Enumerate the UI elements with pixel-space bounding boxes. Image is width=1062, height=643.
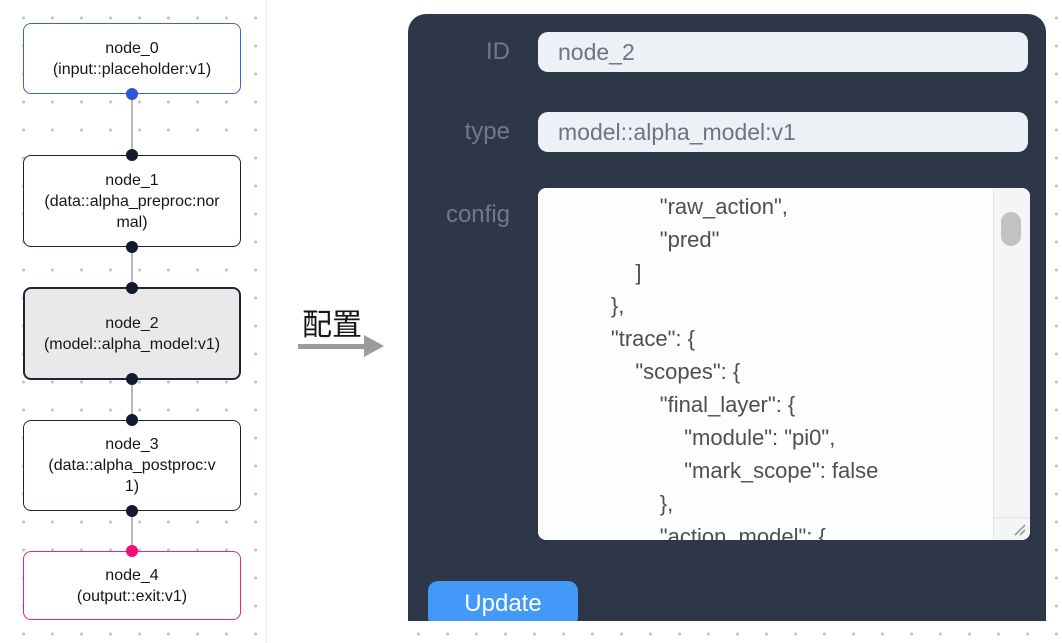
graph-node-node_0[interactable]: node_0 (input::placeholder:v1): [23, 23, 241, 100]
right-arrow-icon: [298, 335, 384, 357]
node-title: node_2: [105, 314, 159, 332]
config-json-textarea[interactable]: "raw_action", "pred" ] }, "trace": { "sc…: [538, 188, 1030, 540]
node-title: node_3: [105, 436, 159, 453]
config-scrollbar-thumb[interactable]: [1001, 212, 1021, 246]
node-type-label: (input::placeholder:v1): [52, 60, 212, 78]
id-field-label: ID: [486, 38, 510, 65]
arrow-head: [364, 335, 384, 357]
id-input[interactable]: [538, 32, 1028, 72]
config-scrollbar-track[interactable]: [993, 188, 1030, 540]
graph-node-node_2[interactable]: node_2 (model::alpha_model:v1): [23, 282, 241, 385]
node3-input-port[interactable]: [126, 414, 138, 426]
node2-input-port[interactable]: [126, 282, 138, 294]
config-scrollbar-corner: [994, 517, 1030, 540]
config-annotation-label: 配置: [302, 309, 362, 342]
arrow-shaft: [298, 344, 366, 349]
node-type-label: (output::exit:v1): [76, 587, 188, 605]
config-json-text: "raw_action", "pred" ] }, "trace": { "sc…: [610, 194, 879, 540]
node3-output-port[interactable]: [126, 505, 138, 517]
node-type-label: (data::alpha_preproc:normal): [44, 192, 220, 231]
node-type-label: (model::alpha_model:v1): [43, 335, 221, 353]
edge-node0-node1: [131, 94, 133, 155]
graph-node-node_3[interactable]: node_3 (data::alpha_postproc:v1): [23, 414, 241, 517]
node-title: node_4: [105, 566, 159, 584]
config-field-label: config: [445, 201, 510, 228]
node-type-label: (data::alpha_postproc:v1): [48, 457, 216, 495]
node1-input-port[interactable]: [126, 149, 138, 161]
node4-input-port[interactable]: [126, 545, 138, 557]
edge-node3-node4: [131, 511, 133, 551]
node-title: node_1: [105, 171, 159, 189]
node2-output-port[interactable]: [126, 373, 138, 385]
node-config-panel: ID type config "raw_action", "pred" ] },…: [408, 14, 1046, 621]
canvas-divider: [266, 0, 267, 643]
type-field-label: type: [464, 118, 510, 145]
node1-output-port[interactable]: [126, 241, 138, 253]
graph-node-node_1[interactable]: node_1 (data::alpha_preproc:normal): [23, 149, 241, 253]
graph-node-node_4[interactable]: node_4 (output::exit:v1): [23, 545, 241, 620]
node0-output-port[interactable]: [126, 88, 138, 100]
update-button[interactable]: Update: [428, 581, 578, 621]
type-input[interactable]: [538, 112, 1028, 152]
edge-node1-node2: [131, 247, 133, 287]
textarea-resize-handle-icon[interactable]: [1011, 521, 1027, 537]
edge-node2-node3: [131, 380, 133, 420]
node-title: node_0: [105, 39, 159, 57]
